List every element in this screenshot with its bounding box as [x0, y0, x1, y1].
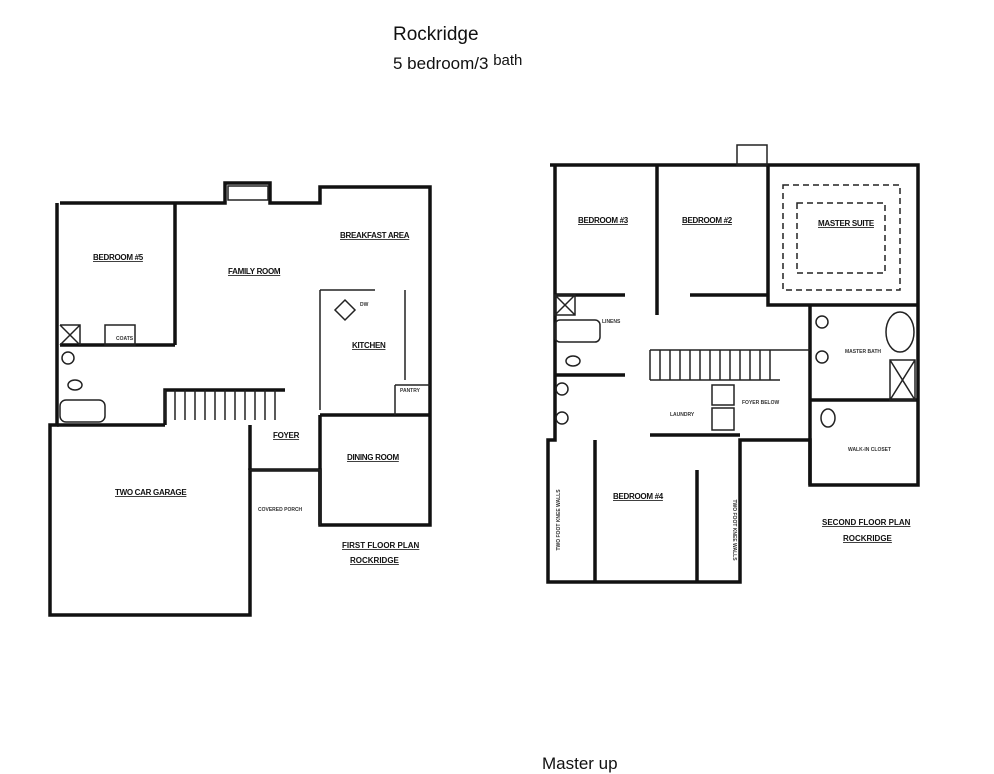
subtitle-sup: bath — [493, 52, 523, 69]
first-floor-plan-name: ROCKRIDGE — [350, 556, 400, 565]
room-bedroom4: BEDROOM #4 — [613, 492, 664, 501]
document-title: Rockridge — [393, 24, 479, 45]
room-laundry: LAUNDRY — [670, 412, 695, 418]
room-family-room: FAMILY ROOM — [228, 267, 281, 276]
second-floor-plan-name: ROCKRIDGE — [843, 534, 893, 543]
room-bedroom5: BEDROOM #5 — [93, 253, 144, 262]
room-bedroom3: BEDROOM #3 — [578, 216, 629, 225]
room-dining-room: DINING ROOM — [347, 453, 399, 462]
linen-closet: LINENS — [602, 319, 621, 325]
room-walk-in-closet: WALK-IN CLOSET — [848, 447, 891, 453]
second-floor-plan-title: SECOND FLOOR PLAN — [822, 518, 911, 527]
room-master-bath: MASTER BATH — [845, 349, 881, 355]
room-kitchen: KITCHEN — [352, 341, 386, 350]
room-master-suite: MASTER SUITE — [818, 219, 875, 228]
fireplace — [227, 185, 269, 201]
foyer-below: FOYER BELOW — [742, 400, 780, 406]
second-floor-plan: BEDROOM #3 BEDROOM #2 MASTER SUITE MASTE… — [546, 144, 920, 584]
room-pantry: PANTRY — [400, 388, 421, 394]
room-garage: TWO CAR GARAGE — [115, 488, 187, 497]
first-floor-plan: BEDROOM #5 FAMILY ROOM BREAKFAST AREA KI… — [48, 181, 432, 617]
first-floor-plan-title: FIRST FLOOR PLAN — [342, 541, 420, 550]
room-bedroom2: BEDROOM #2 — [682, 216, 733, 225]
coats-closet: COATS — [116, 336, 134, 342]
room-foyer: FOYER — [273, 431, 300, 440]
knee-wall-left: TWO FOOT KNEE WALLS — [556, 489, 562, 551]
room-covered-porch: COVERED PORCH — [258, 507, 303, 513]
room-breakfast-area: BREAKFAST AREA — [340, 231, 410, 240]
document-subtitle: 5 bedroom/3 bath — [393, 52, 522, 74]
knee-wall-right: TWO FOOT KNEE WALLS — [731, 499, 737, 561]
dishwasher: DW — [360, 302, 369, 308]
subtitle-main: 5 bedroom/3 — [393, 54, 494, 73]
